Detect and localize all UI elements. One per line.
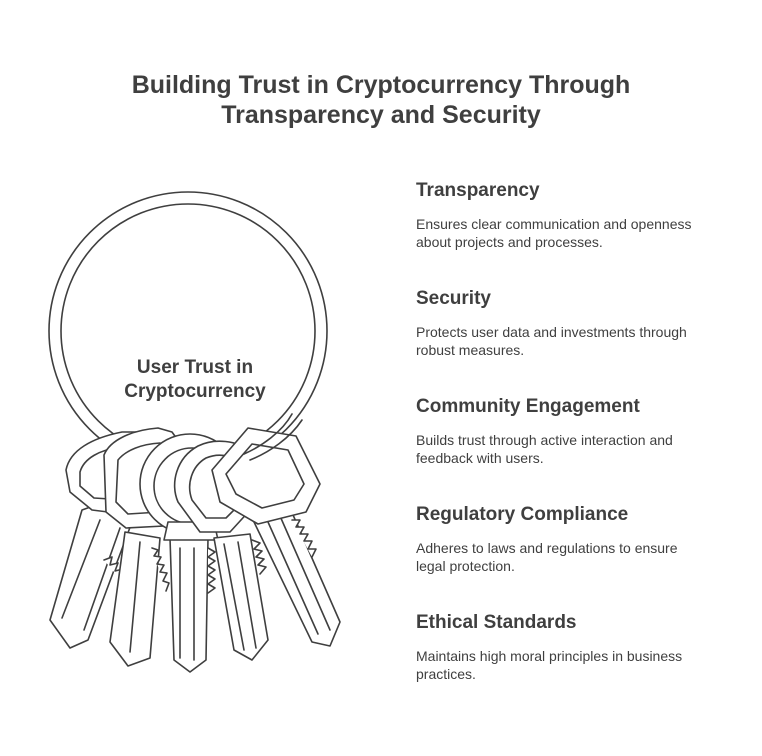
item-description: Ensures clear communication and openness… — [416, 215, 746, 251]
item-desc-line: legal protection. — [416, 558, 515, 574]
key-ring-icon — [48, 191, 328, 471]
key-ring-inner — [60, 203, 316, 459]
title-line: Building Trust in Cryptocurrency Through — [131, 71, 631, 99]
item-desc-line: Maintains high moral principles in busin… — [416, 648, 683, 664]
ring-clasp — [249, 419, 303, 461]
item-regulatory-compliance: Regulatory Compliance Adheres to laws an… — [416, 503, 746, 575]
item-title: Security — [416, 288, 491, 309]
item-description: Protects user data and investments throu… — [416, 323, 746, 359]
item-desc-line: Adheres to laws and regulations to ensur… — [416, 540, 678, 556]
item-title: Transparency — [416, 180, 540, 201]
item-title: Regulatory Compliance — [416, 504, 629, 525]
diagram-title: Building Trust in Cryptocurrency Through… — [0, 70, 762, 130]
item-security: Security Protects user data and investme… — [416, 287, 746, 359]
title-line: Transparency and Security — [221, 101, 541, 129]
item-desc-line: about projects and processes. — [416, 234, 603, 250]
item-desc-line: practices. — [416, 666, 476, 682]
item-description: Builds trust through active interaction … — [416, 431, 746, 467]
center-label-line: Cryptocurrency — [124, 381, 266, 402]
center-label-line: User Trust in — [136, 357, 254, 378]
item-desc-line: Builds trust through active interaction … — [416, 432, 673, 448]
item-desc-line: Ensures clear communication and openness — [416, 216, 692, 232]
center-label: User Trust in Cryptocurrency — [95, 356, 295, 404]
item-desc-line: feedback with users. — [416, 450, 544, 466]
item-title: Ethical Standards — [416, 612, 577, 633]
item-desc-line: robust measures. — [416, 342, 525, 358]
item-description: Maintains high moral principles in busin… — [416, 647, 746, 683]
item-desc-line: Protects user data and investments throu… — [416, 324, 687, 340]
item-title: Community Engagement — [416, 396, 640, 417]
item-ethical-standards: Ethical Standards Maintains high moral p… — [416, 611, 746, 683]
item-description: Adheres to laws and regulations to ensur… — [416, 539, 746, 575]
key-icon-5 — [211, 427, 341, 647]
item-transparency: Transparency Ensures clear communication… — [416, 179, 746, 251]
key-icon-1 — [49, 431, 151, 649]
item-community-engagement: Community Engagement Builds trust throug… — [416, 395, 746, 467]
